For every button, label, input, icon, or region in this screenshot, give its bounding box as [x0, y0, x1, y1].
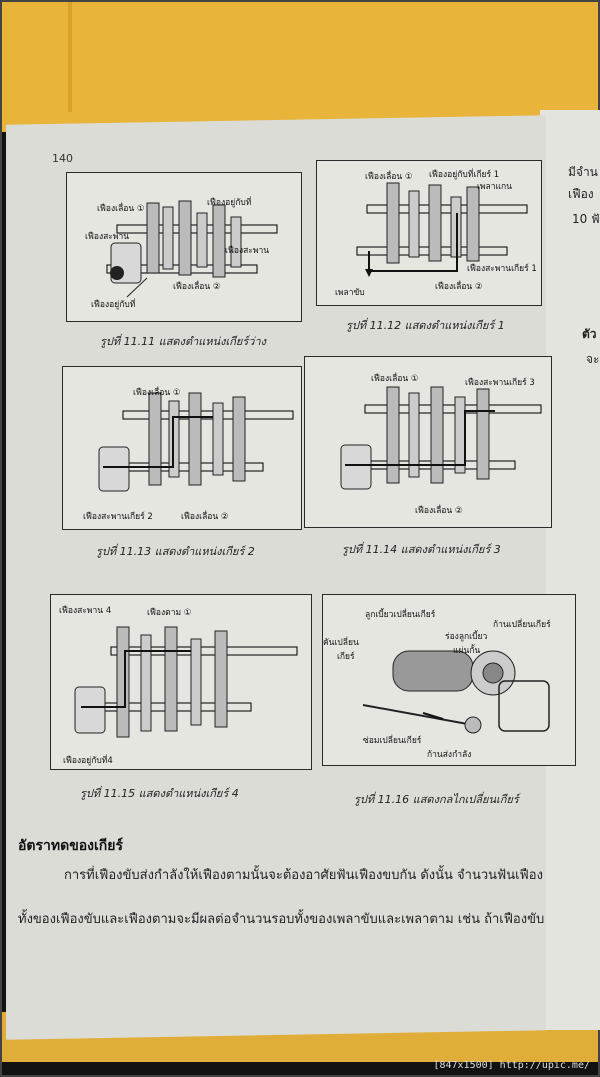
figure-caption: รูปที่ 11.16 แสดงกลไกเปลี่ยนเกียร์: [354, 793, 519, 806]
figure-11-14: เฟืองเลื่อน ① เฟืองสะพานเกียร์ 3 เฟืองเล…: [304, 356, 552, 528]
label: ลูกเบี้ยวเปลี่ยนเกียร์: [365, 610, 436, 620]
label: เฟืองสะพาน 4: [59, 606, 112, 616]
label: เฟืองสะพานเกียร์ 2: [83, 512, 153, 522]
label: ซ่อมเปลี่ยนเกียร์: [363, 736, 422, 746]
paragraph-line: ทั้งของเฟืองขับและเฟืองตามจะมีผลต่อจำนวน…: [18, 912, 545, 927]
figure-11-12: เฟืองเลื่อน ① เฟืองอยู่กับที่เกียร์ 1 เพ…: [316, 160, 542, 306]
label: เฟืองอยู่กับที่: [207, 198, 252, 208]
gearbox-gear4-diagram: [74, 626, 298, 738]
label: คันเปลี่ยน: [323, 638, 359, 648]
section-heading: อัตราทดของเกียร์: [18, 838, 123, 854]
figure-11-16: ลูกเบี้ยวเปลี่ยนเกียร์ ก้านเปลี่ยนเกียร์…: [322, 594, 576, 766]
gear-shift-mechanism-diagram: [362, 650, 550, 734]
gearbox-gear3-diagram: [340, 386, 542, 490]
label: เฟืองสะพานเกียร์ 3: [465, 378, 535, 388]
label: เฟืองสะพาน: [225, 246, 270, 256]
figure-11-13: เฟืองเลื่อน ① เฟืองสะพานเกียร์ 2 เฟืองเล…: [62, 366, 302, 530]
figure-caption: รูปที่ 11.13 แสดงตำแหน่งเกียร์ 2: [96, 545, 255, 558]
figure-caption: รูปที่ 11.11 แสดงตำแหน่งเกียร์ว่าง: [100, 335, 266, 348]
side-text-line: จะ: [586, 352, 600, 366]
label: เฟืองอยู่กับที่: [91, 300, 136, 310]
side-text-line: 10 ฟั: [572, 212, 600, 226]
label: เฟืองอยู่กับที่4: [63, 756, 113, 766]
label: เพลาขับ: [335, 288, 365, 298]
figure-11-15: เฟืองสะพาน 4 เฟืองตาม ① เฟืองอยู่กับที่4: [50, 594, 312, 770]
paragraph-line: การที่เฟืองขับส่งกำลังให้เฟืองตามนั้นจะต…: [64, 868, 543, 883]
label: ร่องลูกเบี้ยว: [445, 632, 488, 642]
label: เฟืองเลื่อน ②: [435, 282, 483, 292]
desk-edge: [68, 2, 72, 112]
next-page: [540, 110, 600, 1030]
label: เกียร์: [337, 652, 355, 662]
gearbox-neutral-diagram: [106, 200, 278, 298]
label: เฟืองเลื่อน ①: [97, 204, 145, 214]
figure-caption: รูปที่ 11.15 แสดงตำแหน่งเกียร์ 4: [80, 787, 239, 800]
desk-surface: [2, 2, 598, 132]
side-text-line: ตัว: [582, 327, 597, 341]
figure-caption: รูปที่ 11.14 แสดงตำแหน่งเกียร์ 3: [342, 543, 501, 556]
label: แผ่นกั้น: [453, 646, 481, 656]
label: เฟืองเลื่อน ②: [173, 282, 221, 292]
side-text-line: เฟือง: [568, 187, 594, 201]
label: เฟืองสะพานเกียร์ 1: [467, 264, 537, 274]
page-number: 140: [52, 152, 73, 165]
figure-caption: รูปที่ 11.12 แสดงตำแหน่งเกียร์ 1: [346, 319, 505, 332]
label: เฟืองเลื่อน ①: [365, 172, 413, 182]
label: เฟืองเลื่อน ②: [415, 506, 463, 516]
label: ก้านส่งกำลัง: [427, 750, 472, 760]
label: เฟืองเลื่อน ②: [181, 512, 229, 522]
label: เฟืองเลื่อน ①: [371, 374, 419, 384]
gearbox-gear2-diagram: [98, 392, 294, 492]
image-watermark: [847x1500] http://upic.me/: [433, 1060, 590, 1071]
figure-11-11: เฟืองเลื่อน ① เฟืองอยู่กับที่ เฟืองสะพาน…: [66, 172, 302, 322]
label: เฟืองตาม ①: [147, 608, 192, 618]
gearbox-gear1-diagram: [356, 182, 528, 277]
label: เพลาแกน: [477, 182, 512, 192]
side-text-line: มีจำน: [568, 165, 598, 179]
label: ก้านเปลี่ยนเกียร์: [493, 620, 551, 630]
label: เฟืองอยู่กับที่เกียร์ 1: [429, 170, 500, 180]
label: เฟืองเลื่อน ①: [133, 388, 181, 398]
label: เฟืองสะพาน: [85, 232, 130, 242]
